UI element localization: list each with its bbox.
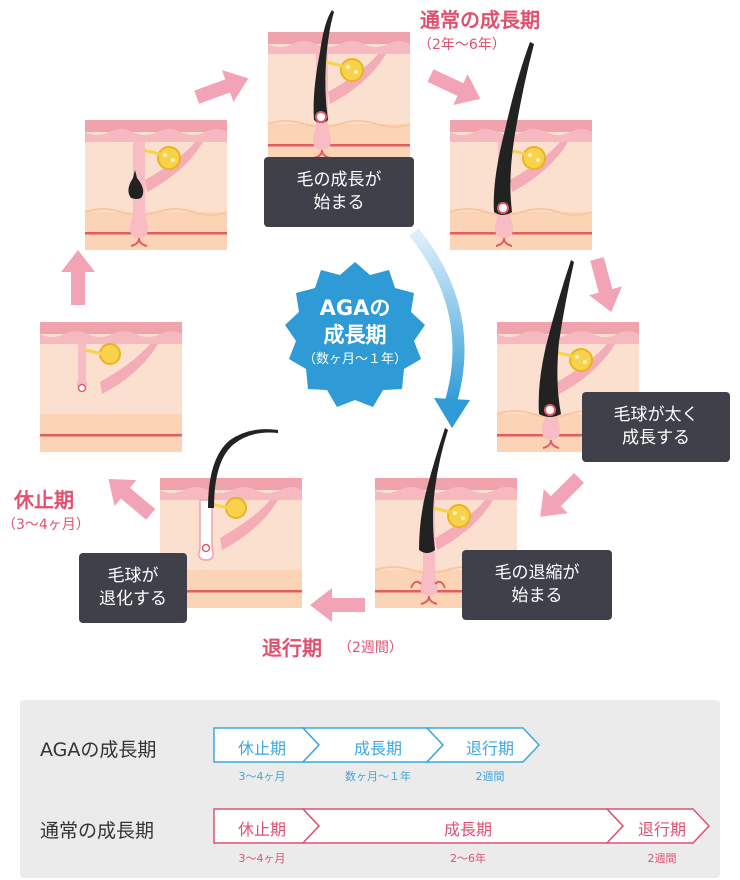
panel-shrink-start [373, 428, 519, 610]
aga-seg-rest: 休止期 [237, 739, 286, 758]
normal-dur-regression: 2週間 [647, 852, 677, 865]
aga-seg-regression: 退行期 [465, 739, 514, 758]
arrow-to-bulb-degrades [310, 588, 365, 622]
aga-dur-growth: 数ヶ月〜１年 [345, 770, 411, 783]
arrow-to-normal-growth [423, 60, 488, 115]
panel-normal-growth [448, 42, 594, 252]
hair-cycle-svg [40, 10, 641, 622]
cycle-comparison-panel: AGAの成長期 休止期 成長期 退行期 3〜4ヶ月 数ヶ月〜１年 2週間 通常の… [20, 700, 720, 878]
label-growth-start-line2: 始まる [313, 193, 365, 213]
aga-shortcut-arrow [409, 228, 465, 407]
panel-resting [40, 322, 182, 452]
label-bulb-grows-line1: 毛球が太く [613, 405, 699, 425]
label-bulb-degrades-line1: 毛球が [107, 566, 159, 586]
normal-seg-growth: 成長期 [443, 820, 492, 839]
normal-dur-growth: 2〜6年 [450, 852, 486, 865]
label-shrink-start: 毛の退縮が 始まる [462, 550, 612, 620]
aga-badge: AGAの 成長期 （数ヶ月〜１年） [270, 258, 440, 408]
hair-cycle-diagram [40, 10, 641, 622]
phase-normal-growth-duration: （2年〜6年） [418, 37, 506, 53]
arrow-to-shrink-start [528, 465, 592, 529]
aga-seg-regression-shape [425, 727, 541, 763]
normal-row-label: 通常の成長期 [40, 820, 155, 842]
aga-row-bar [213, 727, 541, 763]
label-bulb-degrades-line2: 退化する [99, 589, 167, 609]
label-growth-start: 毛の成長が 始まる [264, 157, 414, 227]
phase-regression-duration: （2週間） [338, 640, 403, 656]
label-shrink-start-line2: 始まる [511, 586, 563, 606]
phase-regression-title: 退行期 [262, 636, 322, 660]
aga-dur-rest: 3〜4ヶ月 [238, 770, 286, 783]
aga-badge-line1: AGAの [319, 296, 391, 320]
phase-normal-growth-title: 通常の成長期 [420, 8, 540, 32]
arrow-to-early-growth [61, 250, 95, 305]
panel-growth-start [266, 10, 412, 164]
aga-badge-line2: 成長期 [323, 323, 387, 347]
aga-badge-line3: （数ヶ月〜１年） [302, 352, 407, 367]
label-bulb-grows: 毛球が太く 成長する [582, 392, 730, 462]
aga-seg-growth: 成長期 [353, 739, 402, 758]
normal-seg-rest: 休止期 [237, 820, 286, 839]
normal-row-bar [213, 808, 711, 844]
phase-rest-title: 休止期 [14, 488, 74, 512]
panel-bulb-grows [495, 260, 641, 454]
normal-seg-regression-shape [605, 808, 711, 844]
aga-shortcut-arrowhead [434, 398, 470, 428]
aga-row-label: AGAの成長期 [40, 739, 157, 761]
normal-seg-regression: 退行期 [637, 820, 686, 839]
normal-dur-rest: 3〜4ヶ月 [238, 852, 286, 865]
arrow-to-growth-start [190, 62, 255, 114]
aga-dur-regression: 2週間 [475, 770, 505, 783]
panel-early-growth [83, 118, 229, 252]
phase-rest-duration: （3〜4ヶ月） [2, 517, 90, 533]
arrow-to-bulb-grows [580, 254, 628, 317]
label-bulb-grows-line2: 成長する [622, 428, 690, 448]
aga-badge-shape [285, 262, 425, 407]
label-growth-start-line1: 毛の成長が [296, 170, 382, 190]
arrow-to-resting [97, 465, 162, 528]
label-shrink-start-line1: 毛の退縮が [494, 563, 580, 583]
label-bulb-degrades: 毛球が 退化する [79, 553, 187, 623]
